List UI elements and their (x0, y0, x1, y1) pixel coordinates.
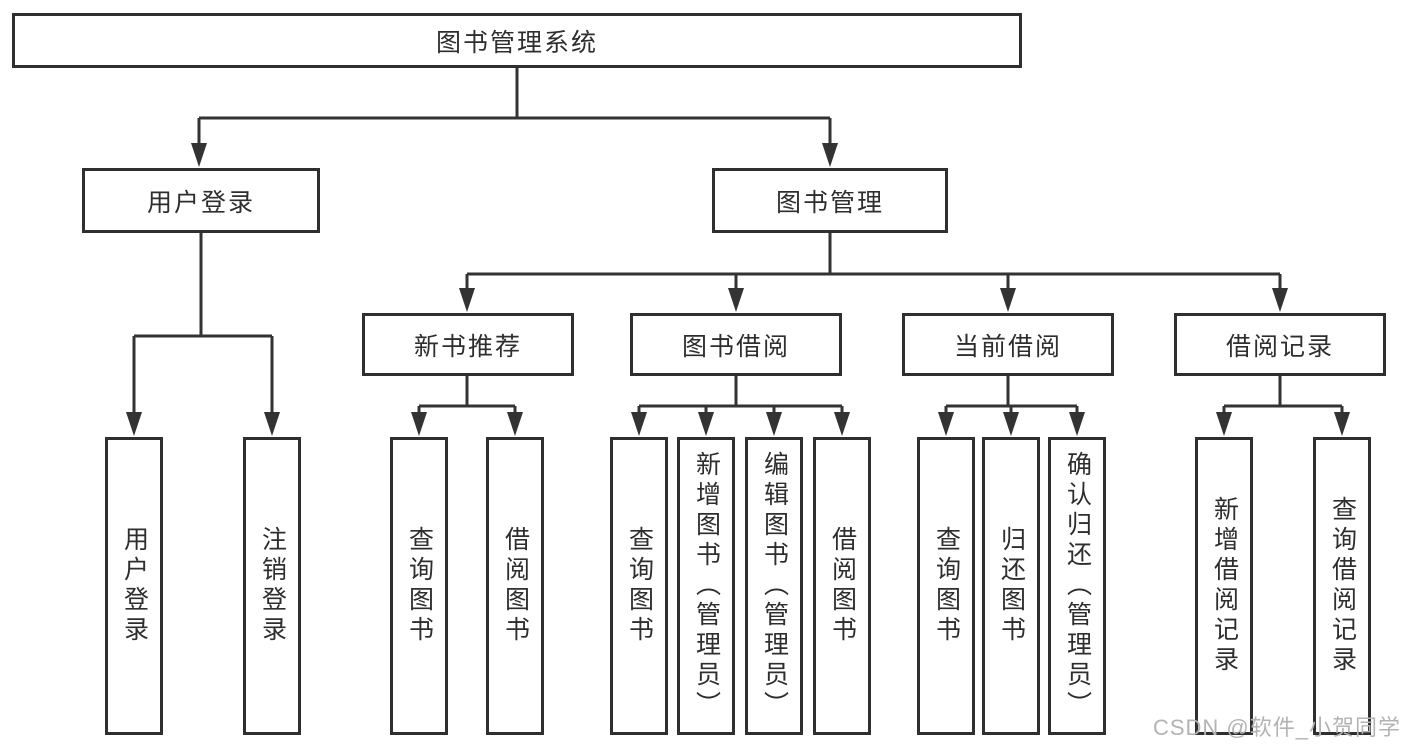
leaf-borrow-books-recommend: 借阅图书 (486, 437, 544, 735)
node-label: 归还图书 (997, 526, 1026, 646)
arrow-down-icon (631, 412, 647, 436)
node-label: 查询借阅记录 (1328, 496, 1357, 676)
leaf-add-borrow-record: 新增借阅记录 (1195, 437, 1253, 735)
node-label: 新增图书（管理员） (692, 451, 721, 721)
arrow-down-icon (264, 412, 280, 436)
leaf-borrow-books-borrowing: 借阅图书 (813, 437, 871, 735)
node-label: 图书管理系统 (435, 28, 598, 57)
arrow-down-icon (728, 288, 744, 312)
arrow-down-icon (766, 412, 782, 436)
node-book-management: 图书管理 (712, 168, 948, 233)
node-label: 查询图书 (625, 526, 654, 646)
leaf-confirm-return-admin: 确认归还（管理员） (1048, 437, 1106, 735)
leaf-query-books-current: 查询图书 (917, 437, 975, 735)
arrow-down-icon (1069, 412, 1085, 436)
node-label: 新书推荐 (413, 332, 522, 361)
connector-new-book-branch (417, 376, 517, 413)
arrow-down-icon (698, 412, 714, 436)
leaf-query-borrow-record: 查询借阅记录 (1313, 437, 1371, 735)
node-current-borrowing: 当前借阅 (902, 313, 1114, 376)
node-label: 查询图书 (405, 526, 434, 646)
node-label: 确认归还（管理员） (1063, 451, 1092, 721)
node-label: 注销登录 (258, 526, 287, 646)
node-new-book-recommendation: 新书推荐 (362, 313, 574, 376)
node-user-login: 用户登录 (82, 168, 320, 233)
arrow-down-icon (126, 412, 142, 436)
arrow-down-icon (938, 412, 954, 436)
leaf-add-book-admin: 新增图书（管理员） (677, 437, 735, 735)
watermark-text: CSDN @软件_小贺同学 (1152, 715, 1401, 740)
node-borrowing-records: 借阅记录 (1174, 313, 1386, 376)
arrow-down-icon (834, 412, 850, 436)
node-label: 图书管理 (775, 188, 884, 217)
leaf-logout: 注销登录 (243, 437, 301, 735)
node-label: 借阅图书 (828, 526, 857, 646)
arrow-down-icon (1003, 412, 1019, 436)
connector-current-borrowing-branch (944, 376, 1079, 413)
node-label: 当前借阅 (953, 332, 1062, 361)
arrow-down-icon (1272, 288, 1288, 312)
arrow-down-icon (1334, 412, 1350, 436)
node-label: 借阅记录 (1225, 332, 1334, 361)
connector-arrowheads (126, 143, 1350, 436)
connector-root-to-level1 (197, 68, 832, 144)
connector-book-borrowing-branch (637, 376, 844, 413)
node-library-management-system: 图书管理系统 (12, 13, 1022, 68)
connector-borrowing-records-branch (1222, 376, 1344, 413)
node-label: 用户登录 (120, 526, 149, 646)
leaf-query-books-borrowing: 查询图书 (610, 437, 668, 735)
arrow-down-icon (507, 412, 523, 436)
node-book-borrowing: 图书借阅 (630, 313, 842, 376)
arrow-down-icon (191, 143, 207, 167)
node-label: 借阅图书 (501, 526, 530, 646)
leaf-edit-book-admin: 编辑图书（管理员） (745, 437, 803, 735)
leaf-user-login: 用户登录 (105, 437, 163, 735)
arrow-down-icon (822, 143, 838, 167)
node-label: 图书借阅 (681, 332, 790, 361)
arrow-down-icon (1216, 412, 1232, 436)
leaf-return-books: 归还图书 (982, 437, 1040, 735)
connector-book-management-to-level2 (465, 233, 1282, 289)
leaf-query-books-recommend: 查询图书 (390, 437, 448, 735)
connector-user-login-branch (132, 233, 274, 413)
arrow-down-icon (459, 288, 475, 312)
node-label: 查询图书 (932, 526, 961, 646)
node-label: 用户登录 (146, 188, 255, 217)
arrow-down-icon (411, 412, 427, 436)
node-label: 新增借阅记录 (1210, 496, 1239, 676)
node-label: 编辑图书（管理员） (760, 451, 789, 721)
arrow-down-icon (1000, 288, 1016, 312)
